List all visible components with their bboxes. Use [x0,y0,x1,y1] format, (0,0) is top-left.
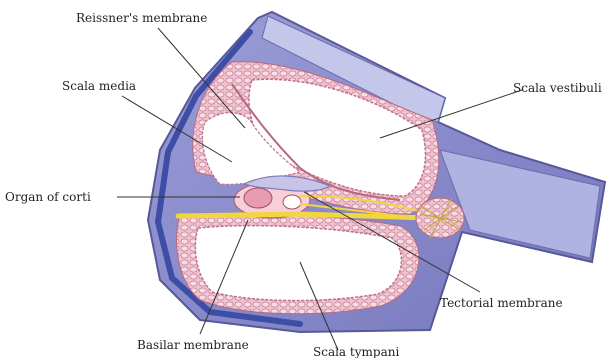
label-organ-of-corti: Organ of corti [5,190,91,204]
label-tectorial-membrane: Tectorial membrane [440,296,563,310]
label-basilar-membrane: Basilar membrane [137,338,249,352]
label-reissners-membrane: Reissner's membrane [76,11,207,25]
inner-tunnel [283,195,301,209]
label-scala-vestibuli: Scala vestibuli [513,81,602,95]
scala-tympani-cavity [195,226,401,301]
hair-cells [244,188,272,208]
label-scala-media: Scala media [62,79,136,93]
label-scala-tympani: Scala tympani [313,345,399,358]
